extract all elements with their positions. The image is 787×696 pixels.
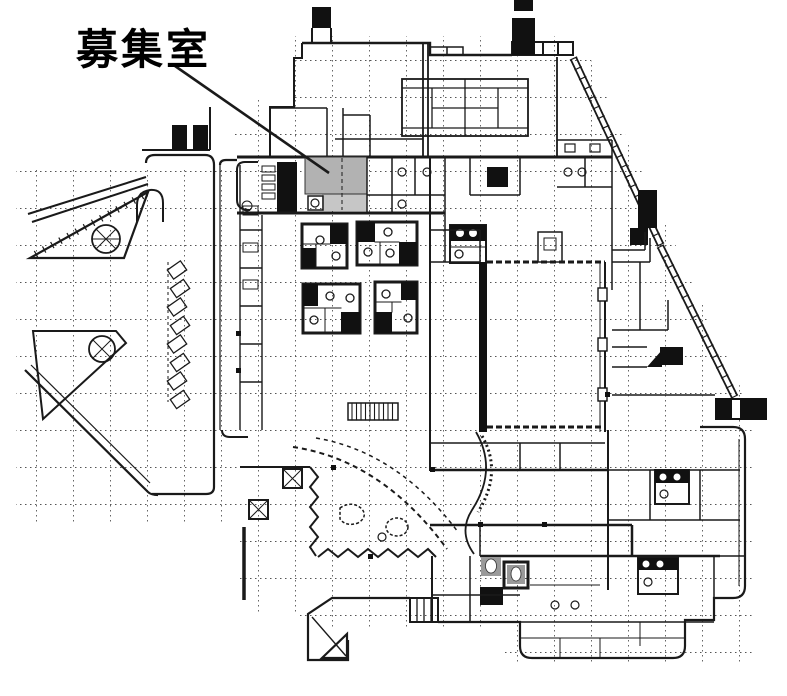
stairs-bottom — [409, 597, 439, 623]
ramp-hatch — [33, 192, 145, 258]
stair-core-top2 — [512, 18, 535, 55]
zigzag-south — [317, 547, 437, 559]
pond-2 — [385, 517, 409, 537]
cluster-c — [301, 282, 362, 335]
core-diagonal2 — [630, 228, 648, 245]
toilet-cluster-r1 — [654, 469, 690, 505]
parking-stalls — [166, 260, 191, 410]
core-upper-right — [487, 167, 508, 187]
leader-line — [174, 64, 330, 175]
parking-stall — [169, 278, 191, 299]
parking-stall — [169, 352, 191, 373]
stair-pods — [241, 200, 259, 290]
stair-slot — [732, 400, 740, 418]
bottom-right-rooms — [430, 430, 745, 658]
tennis-court — [401, 78, 529, 137]
room-clusters — [300, 156, 487, 471]
cluster-d — [373, 280, 419, 335]
cluster-b — [355, 220, 419, 267]
stair-triangle — [319, 631, 349, 660]
room-label-text: 募集室 — [75, 26, 211, 73]
ramp-triangle-upper — [25, 189, 151, 260]
planter-box-1 — [282, 468, 303, 489]
toilet-cluster-r2 — [637, 557, 679, 595]
ramp-triangle-lower — [31, 330, 128, 422]
shaft-core-top2 — [514, 0, 533, 11]
west-band — [142, 107, 310, 600]
parking-stall — [166, 334, 188, 354]
right-strip-rooms — [612, 232, 715, 396]
annotation: 募集室 — [75, 26, 330, 175]
parking-stall — [169, 315, 191, 336]
highlighted-room-sub — [322, 194, 367, 211]
escalator-comb — [261, 165, 276, 200]
planter-box-2 — [248, 499, 269, 520]
structural-columns — [236, 331, 610, 559]
turn-circle-upper — [91, 224, 121, 254]
core-west1 — [172, 125, 187, 150]
upper-rooms-row — [237, 139, 613, 290]
shaft-core-top — [312, 7, 331, 28]
core-west2 — [193, 125, 208, 150]
stair-block-right — [715, 398, 767, 420]
garden-courtyard — [248, 431, 493, 559]
pond-1 — [339, 503, 365, 526]
escalator-core — [277, 162, 297, 213]
cluster-a — [300, 222, 349, 270]
ramp-hook — [136, 188, 164, 222]
elevators — [480, 557, 530, 605]
parking-stall — [166, 260, 188, 280]
parking-stall — [166, 371, 188, 391]
zigzag-west — [308, 466, 320, 557]
parking-stall — [169, 389, 191, 410]
left-wing-ramp — [24, 176, 191, 497]
stairs-center — [347, 402, 399, 421]
turn-circle-lower — [88, 335, 116, 363]
parking-stall — [166, 297, 188, 317]
central-hall — [430, 229, 608, 432]
building-outline — [269, 0, 767, 662]
stair-core-diagonal — [638, 190, 657, 228]
